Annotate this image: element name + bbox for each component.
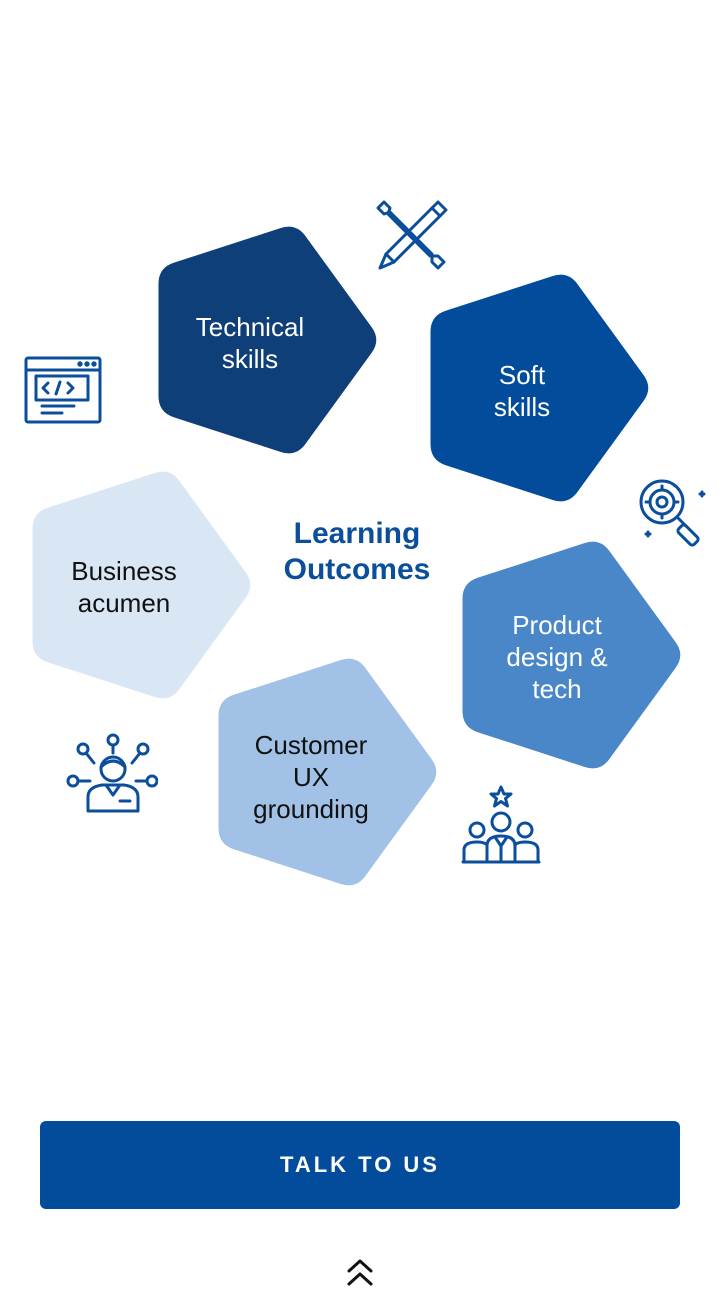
- wrench-pencil-icon: [374, 198, 450, 272]
- pentagon-shapes: [32, 226, 681, 886]
- learning-outcomes-title: Learning Outcomes: [283, 517, 431, 586]
- double-chevron-up-icon: [347, 1259, 373, 1286]
- scroll-to-top-button[interactable]: [345, 1257, 375, 1287]
- pentagon-soft: [430, 274, 649, 502]
- gear-search-icon: [636, 478, 710, 548]
- pentagon-technical: [158, 226, 377, 454]
- code-window-icon: [24, 356, 102, 424]
- user-network-icon: [66, 733, 158, 815]
- pentagon-customer: [218, 658, 437, 886]
- pentagon-business: [32, 471, 251, 699]
- team-star-icon: [461, 784, 541, 864]
- talk-to-us-button[interactable]: TALK TO US: [40, 1121, 680, 1209]
- pentagon-product: [462, 541, 681, 769]
